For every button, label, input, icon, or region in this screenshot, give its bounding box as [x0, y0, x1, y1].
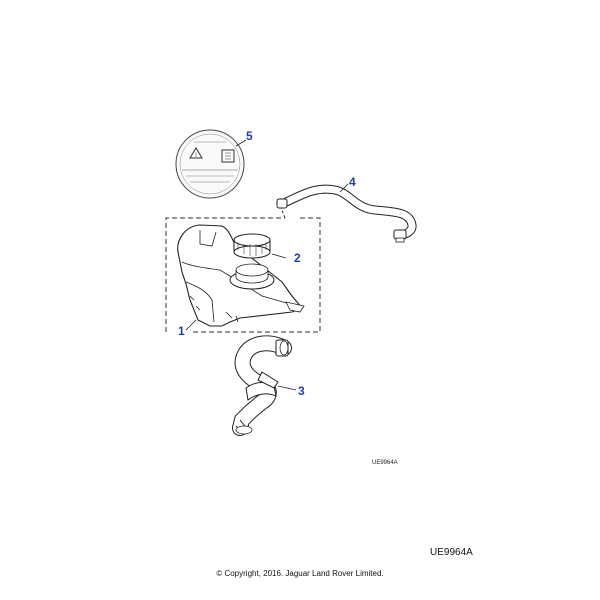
leader-4 — [339, 183, 349, 193]
leader-3 — [277, 385, 297, 391]
leader-2 — [271, 253, 287, 259]
reference-code-large: UE9964A — [430, 547, 473, 558]
pressure-cap — [233, 233, 271, 259]
svg-text:!: ! — [195, 153, 197, 159]
assembly-boundary — [165, 207, 321, 333]
copyright-notice: © Copyright, 2016. Jaguar Land Rover Lim… — [216, 569, 384, 578]
coolant-hose — [232, 335, 292, 436]
callout-2: 2 — [294, 251, 301, 265]
reference-code-small: UE9964A — [372, 460, 398, 466]
leader-1 — [185, 319, 197, 331]
callout-4: 4 — [349, 175, 356, 189]
callout-3: 3 — [298, 384, 305, 398]
callout-5: 5 — [246, 129, 253, 143]
leader-5 — [235, 139, 247, 147]
expansion-tank — [177, 224, 305, 327]
warning-label: ! — [175, 129, 245, 199]
callout-1: 1 — [178, 324, 185, 338]
vent-hose — [276, 184, 417, 243]
